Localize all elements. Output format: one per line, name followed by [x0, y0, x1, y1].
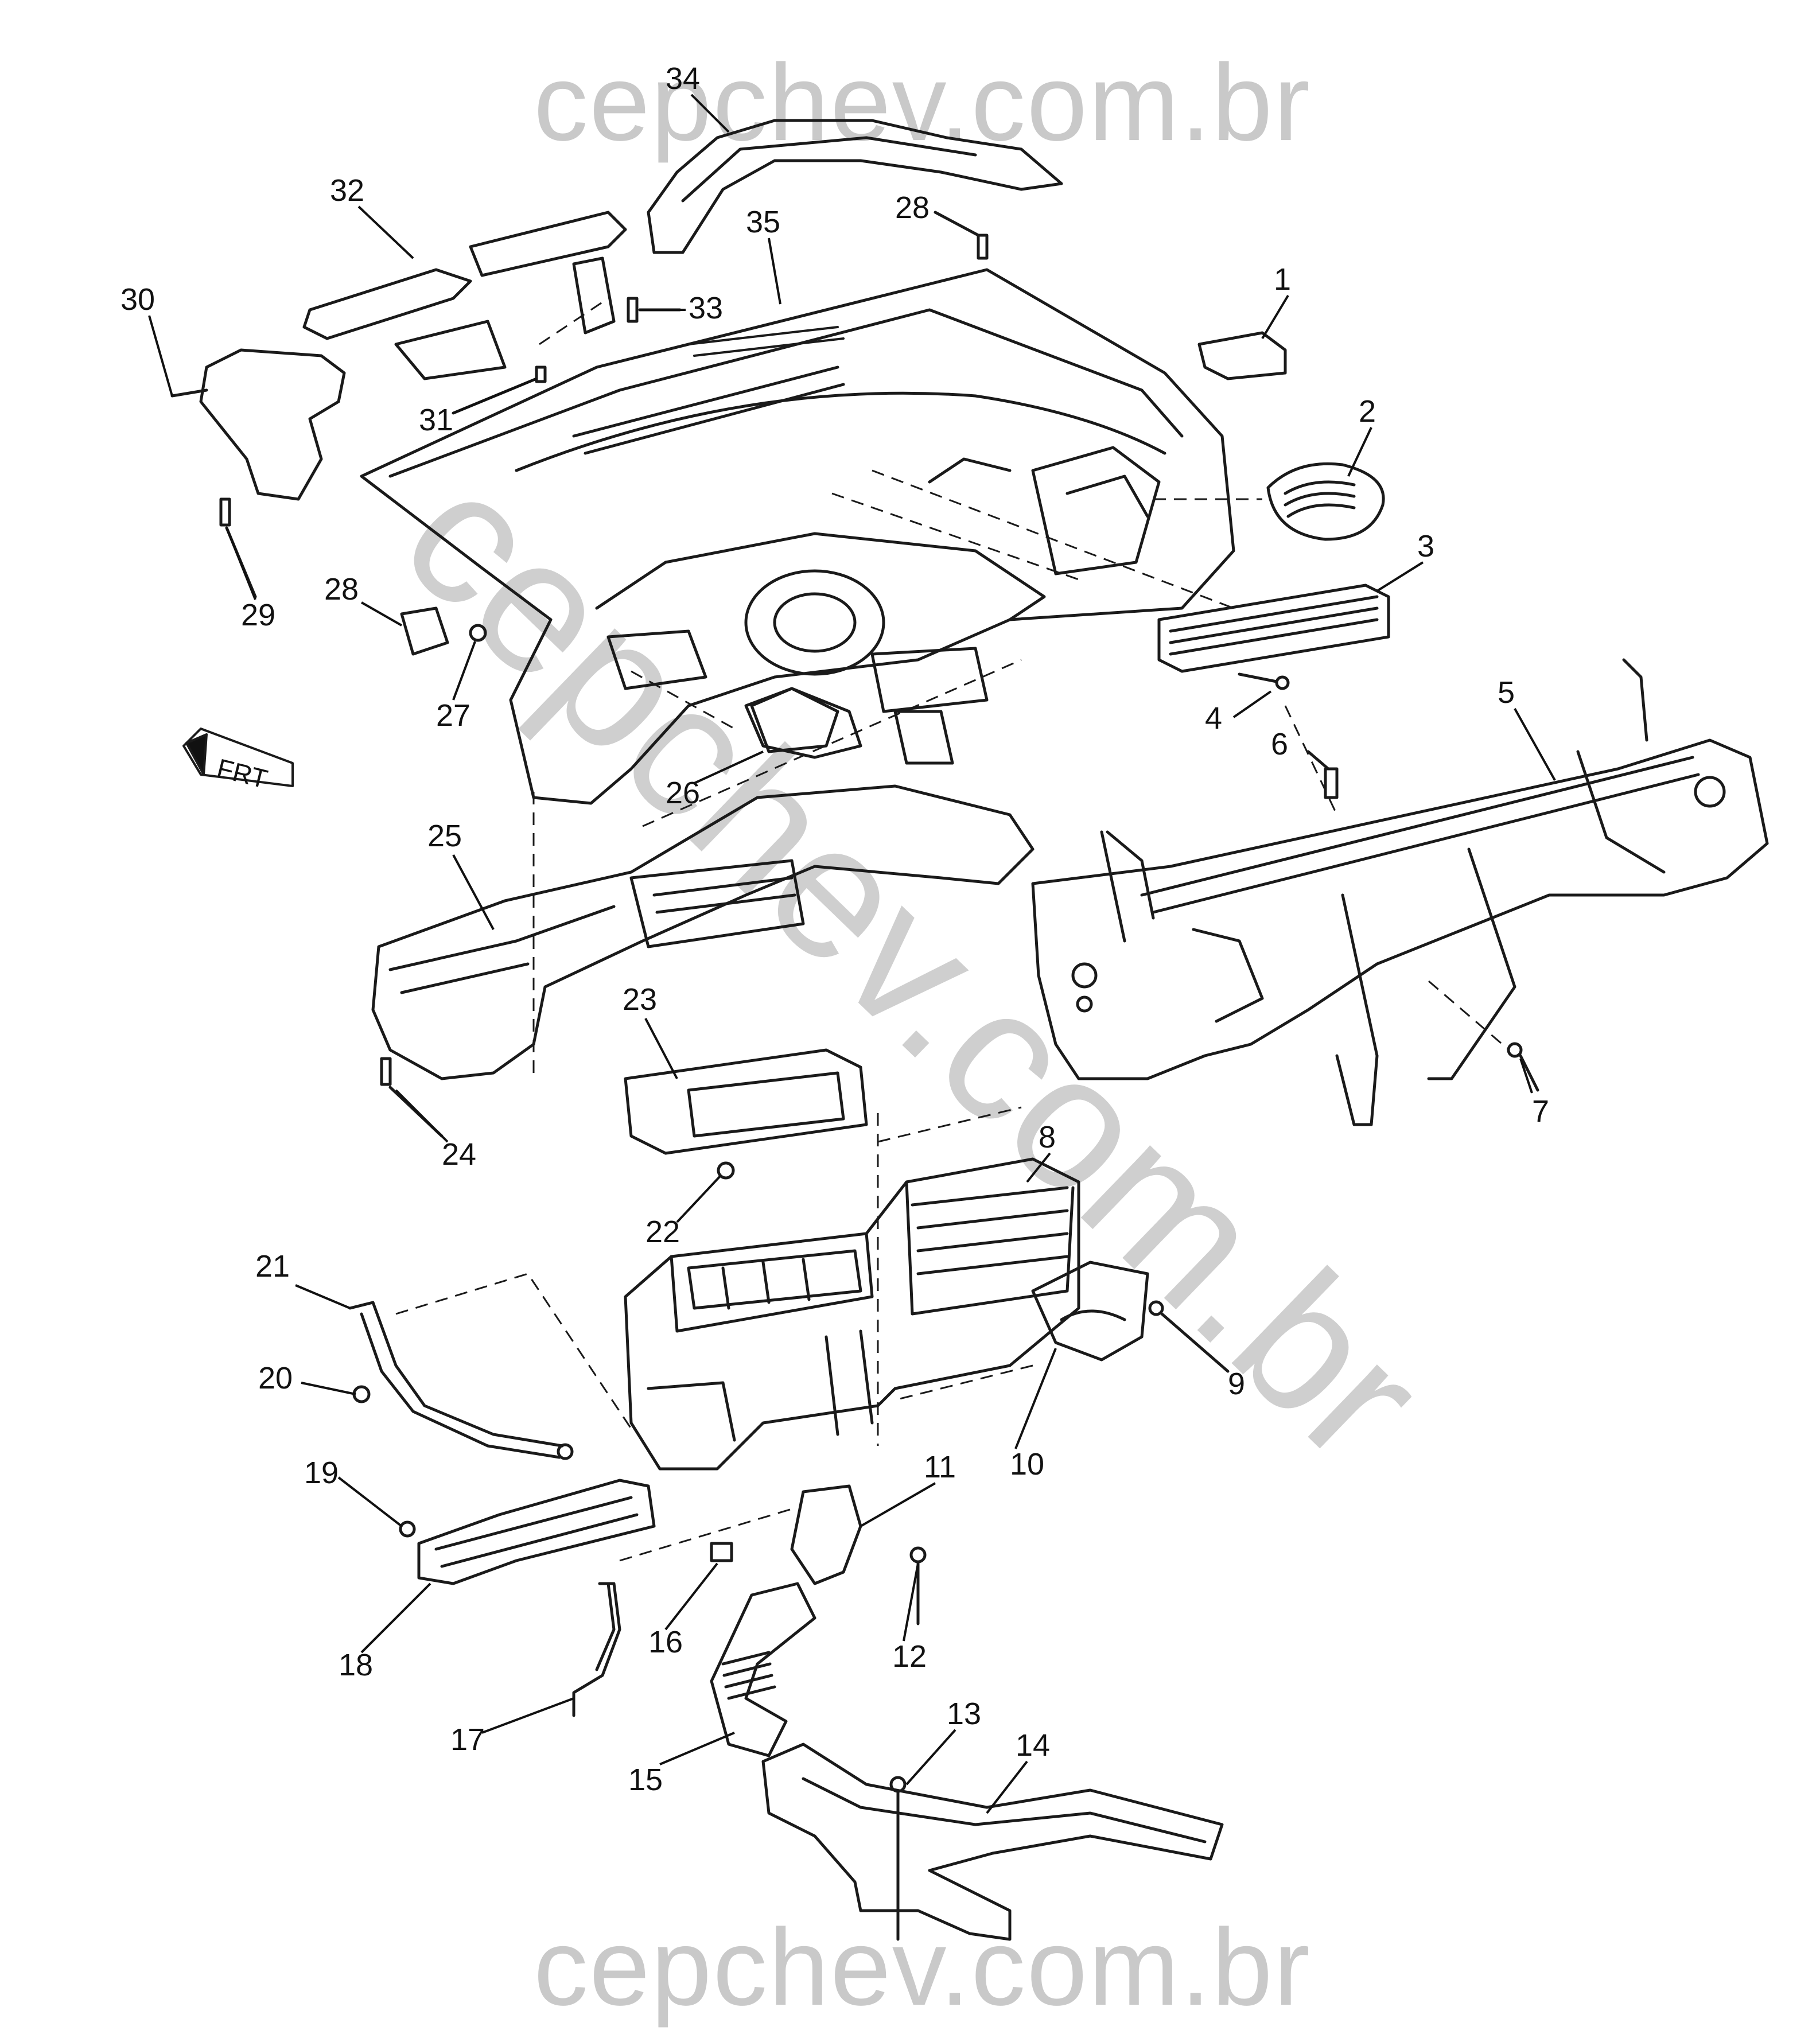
- callout-34: 34: [666, 61, 701, 96]
- callout-4: 4: [1205, 701, 1223, 736]
- callout-28-top: 28: [895, 190, 930, 225]
- part-28-left: [400, 606, 449, 656]
- callout-14: 14: [1016, 1728, 1051, 1763]
- callout-24: 24: [442, 1137, 477, 1172]
- callout-7: 7: [1532, 1094, 1550, 1129]
- callout-2: 2: [1359, 394, 1376, 429]
- part-12: [909, 1546, 927, 1625]
- callout-10: 10: [1010, 1447, 1045, 1481]
- part-23: [624, 1048, 868, 1155]
- part-34: [647, 119, 1063, 254]
- part-13: [889, 1776, 907, 1941]
- callout-26: 26: [666, 776, 701, 810]
- part-31: [452, 365, 547, 415]
- callout-32: 32: [330, 173, 365, 208]
- part-21: [348, 1301, 574, 1460]
- callout-12: 12: [892, 1639, 927, 1674]
- part-9: [1148, 1300, 1230, 1373]
- part-1: [1197, 331, 1287, 380]
- part-25: [371, 784, 1035, 1080]
- callout-28-left: 28: [324, 572, 359, 606]
- part-4: [1238, 672, 1290, 690]
- part-11: [790, 1484, 862, 1585]
- callout-30: 30: [120, 282, 155, 317]
- callout-9: 9: [1228, 1367, 1246, 1401]
- part-30: [170, 348, 346, 501]
- part-7: [1507, 1042, 1539, 1092]
- callout-13: 13: [947, 1697, 982, 1731]
- part-28-top: [934, 211, 989, 260]
- part-2: [1266, 462, 1385, 541]
- part-15: [710, 1582, 816, 1757]
- part-22: [717, 1161, 735, 1180]
- callout-15: 15: [628, 1763, 663, 1797]
- part-14: [761, 1743, 1224, 1941]
- callout-31: 31: [419, 403, 454, 437]
- callout-20: 20: [258, 1361, 293, 1395]
- part-32: [302, 211, 627, 380]
- part-8-hvac-module: [624, 1157, 1080, 1471]
- part-3: [1157, 584, 1390, 673]
- part-29: [219, 497, 257, 598]
- callout-16: 16: [648, 1625, 683, 1659]
- alignment-lines: [395, 297, 1510, 1562]
- callout-5: 5: [1498, 675, 1515, 710]
- callout-25: 25: [427, 819, 462, 853]
- callout-33: 33: [689, 291, 724, 325]
- callout-35: 35: [746, 205, 781, 239]
- part-27: [469, 624, 487, 642]
- part-18: [417, 1479, 656, 1585]
- part-26: [744, 687, 862, 759]
- part-33: [627, 297, 682, 323]
- callout-21: 21: [255, 1249, 290, 1284]
- part-19: [399, 1520, 416, 1538]
- callout-18: 18: [339, 1648, 374, 1682]
- part-10: [1031, 1261, 1149, 1362]
- callout-8: 8: [1039, 1120, 1056, 1154]
- callout-3: 3: [1417, 529, 1435, 563]
- part-5-cross-beam: [1031, 658, 1769, 1126]
- callout-29: 29: [241, 598, 276, 632]
- callout-1: 1: [1274, 262, 1292, 297]
- callout-22: 22: [645, 1215, 680, 1249]
- front-orientation-icon: [182, 728, 294, 787]
- callout-27: 27: [436, 698, 471, 733]
- instrument-panel-pad: [360, 268, 1235, 805]
- part-24: [380, 1057, 444, 1138]
- callout-11: 11: [924, 1450, 956, 1484]
- callout-19: 19: [304, 1456, 339, 1490]
- watermark-top: cepchev.com.br: [534, 42, 1312, 164]
- watermark-bottom: cepchev.com.br: [534, 1907, 1312, 2028]
- callout-23: 23: [623, 982, 658, 1017]
- part-16: [710, 1542, 733, 1562]
- callout-6: 6: [1271, 727, 1289, 761]
- callout-17: 17: [450, 1722, 485, 1757]
- part-6: [1306, 750, 1339, 799]
- part-20: [352, 1385, 371, 1403]
- part-17: [572, 1582, 621, 1717]
